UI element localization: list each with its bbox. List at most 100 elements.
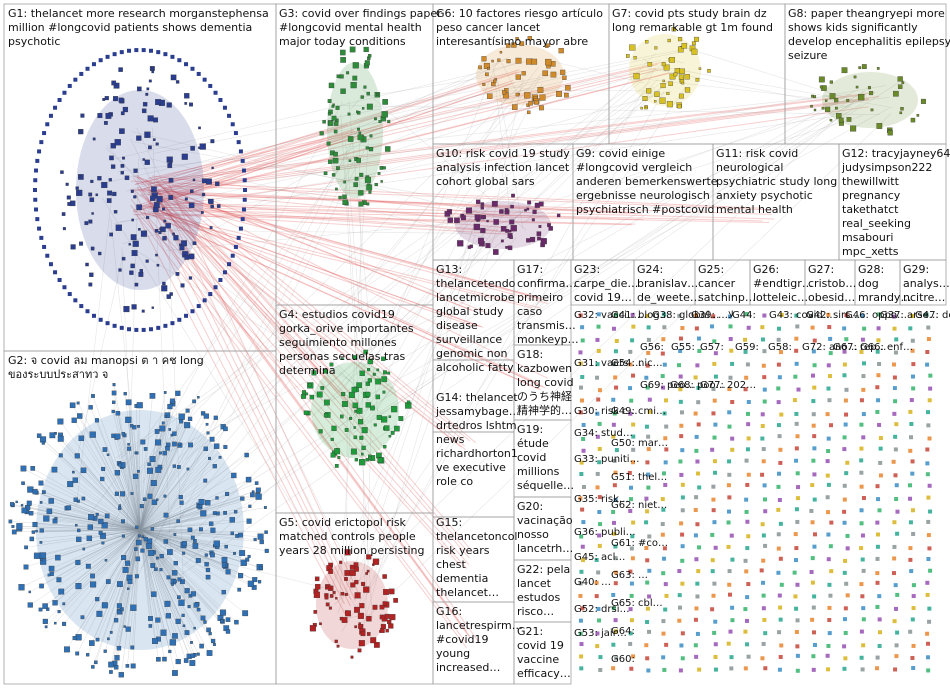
small-group-node <box>777 471 782 476</box>
small-group-node <box>695 459 700 464</box>
g8-node <box>920 98 926 104</box>
small-group-node <box>744 458 749 463</box>
g7-node <box>669 57 675 63</box>
g2-node <box>90 581 97 588</box>
g1-node <box>90 246 95 251</box>
g8-node <box>834 106 838 110</box>
small-group-node <box>680 495 685 500</box>
edge-line <box>121 247 133 482</box>
g2-node <box>175 390 181 396</box>
g5-node <box>366 615 372 622</box>
g3-node <box>387 120 391 124</box>
small-group-node <box>876 373 881 378</box>
g2-node <box>76 401 80 405</box>
small-group-node <box>677 569 682 574</box>
g2-node <box>125 626 131 632</box>
small-group-node <box>810 556 815 561</box>
g2-node <box>156 498 159 501</box>
small-group-node <box>844 313 849 318</box>
small-group-node <box>597 421 602 426</box>
small-group-label-g38: G38: global… <box>652 310 720 321</box>
g1-node <box>201 192 206 197</box>
g1-node <box>144 159 150 165</box>
g3-node <box>380 180 383 183</box>
small-group-node <box>927 606 932 611</box>
small-group-node <box>728 629 733 634</box>
g1-node <box>120 164 125 168</box>
g1-node <box>140 230 147 237</box>
g4-node <box>398 416 404 421</box>
g10-node <box>538 225 542 228</box>
edge-line <box>139 457 221 531</box>
edge-line <box>99 529 141 614</box>
g2-node <box>130 492 134 495</box>
small-group-node <box>613 556 618 561</box>
edge-line <box>139 529 175 535</box>
g2-node <box>263 506 267 509</box>
small-group-node <box>664 593 669 598</box>
g1-ring-node <box>238 226 243 231</box>
g3-node <box>340 57 346 63</box>
small-group-node <box>826 643 831 648</box>
edge-line <box>348 101 379 418</box>
g2-node <box>105 579 111 584</box>
g2-node <box>121 432 126 436</box>
g8-node <box>887 130 893 136</box>
small-group-node <box>827 582 832 587</box>
small-group-node <box>910 459 915 464</box>
g1-node <box>85 262 89 267</box>
small-group-node <box>777 326 782 331</box>
small-group-node <box>893 399 898 404</box>
g2-node <box>169 639 177 646</box>
small-group-node <box>678 399 683 404</box>
g2-node <box>91 665 95 669</box>
g6-node <box>562 75 567 80</box>
small-group-node <box>762 483 767 488</box>
g2-node <box>130 663 136 669</box>
small-group-node <box>660 532 665 537</box>
small-group-node <box>795 653 800 658</box>
g6-node <box>546 43 551 47</box>
edge-line <box>348 65 670 165</box>
g1-ring-node <box>45 253 50 258</box>
small-group-node <box>928 373 933 378</box>
g3-node <box>353 182 359 187</box>
g6-node <box>539 94 546 101</box>
edge-line <box>116 529 141 658</box>
small-group-label-g52: G52: drsi… <box>574 604 629 615</box>
small-group-node <box>613 470 618 475</box>
edge-line <box>139 529 155 595</box>
edge-line <box>97 514 141 531</box>
g2-node <box>85 653 90 657</box>
g1-ring-node <box>238 149 243 154</box>
g1-node <box>141 108 147 114</box>
edge-line <box>116 493 141 531</box>
g2-node <box>200 411 206 416</box>
g1-ring-node <box>91 62 96 67</box>
edge-line <box>139 468 189 531</box>
edge-line <box>119 464 141 531</box>
g5-node <box>380 623 386 629</box>
edge-line <box>341 91 665 633</box>
g7-node <box>698 67 702 70</box>
g1-node <box>198 126 201 130</box>
small-group-node <box>611 434 616 439</box>
g1-ring-node <box>62 285 67 290</box>
g4-node <box>388 434 392 438</box>
small-group-node <box>647 568 652 573</box>
g2-node <box>117 506 122 510</box>
edge-line <box>138 426 141 531</box>
g1-node <box>216 204 221 208</box>
g2-node <box>182 551 186 555</box>
small-group-node <box>875 409 880 414</box>
g2-node <box>225 569 231 575</box>
small-group-node <box>630 338 635 343</box>
edge-line <box>139 529 195 542</box>
g3-node <box>366 202 370 206</box>
g3-cluster-blob <box>327 62 383 198</box>
small-group-node <box>926 423 931 428</box>
small-group-node <box>891 459 896 464</box>
group-label-g27: G27:cristob…obesid… <box>808 263 856 304</box>
small-group-node <box>629 618 634 623</box>
g2-node <box>182 624 186 628</box>
